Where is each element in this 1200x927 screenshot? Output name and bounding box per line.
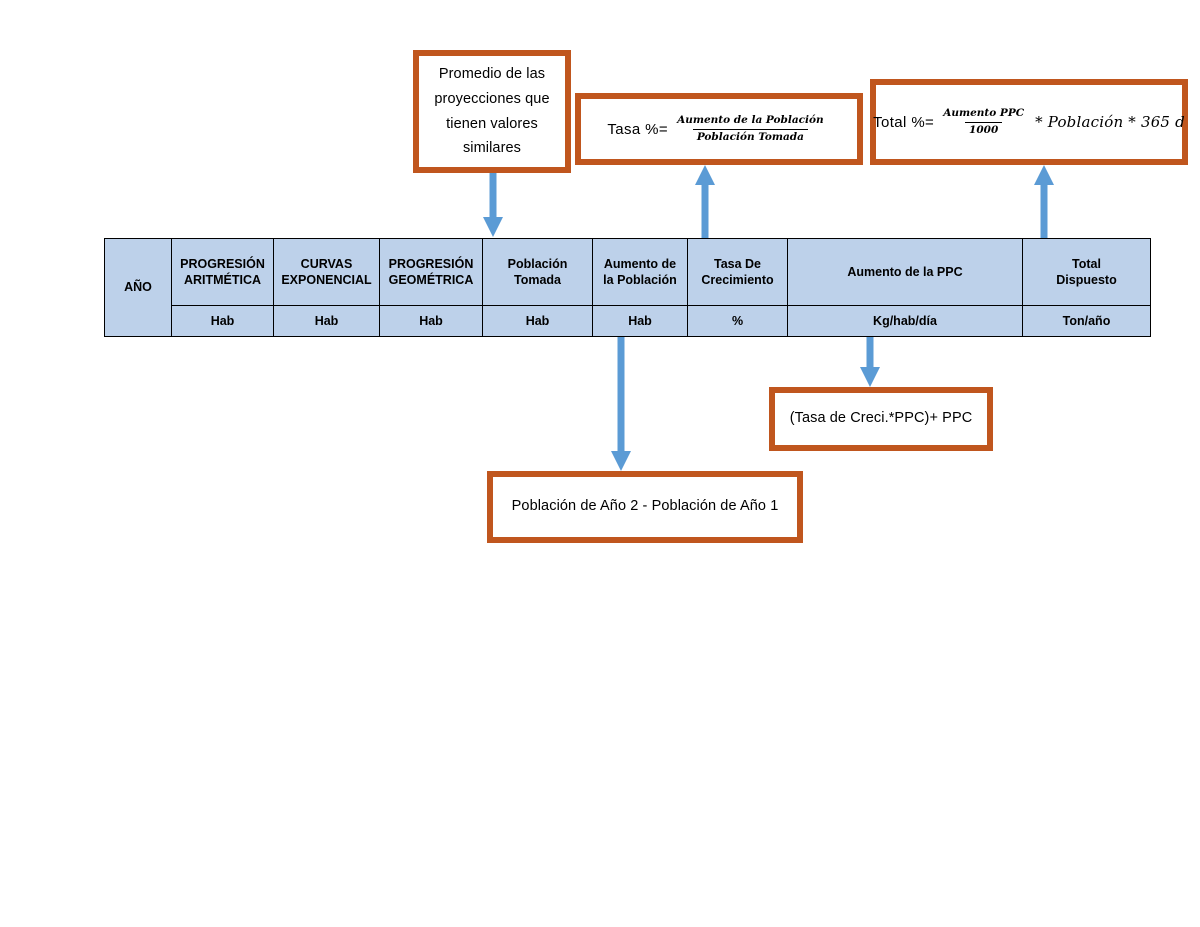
table-header-tasa-crecimiento: Tasa De Crecimiento <box>687 238 788 306</box>
table-unit-tasa-crecimiento: % <box>687 305 788 337</box>
callout-box-tasa-formula[interactable]: Tasa %= Aumento de la Población Població… <box>575 93 863 165</box>
table-unit-poblacion-tomada: Hab <box>482 305 593 337</box>
table-header-poblacion-tomada-line1: Población <box>507 256 568 271</box>
arrow-down-icon-aumento-poblacion-to-diferencia <box>610 327 632 473</box>
callout-box-creci-ppc[interactable]: (Tasa de Creci.*PPC)+ PPC <box>769 387 993 451</box>
tasa-formula-numerator: Aumento de la Población <box>677 114 824 127</box>
table-unit-aumento-poblacion: Hab <box>592 305 688 337</box>
table-units-row: Hab Hab Hab Hab Hab % Kg/hab/día Ton/año <box>105 305 1151 337</box>
table-header-progresion-aritmetica-line2: ARITMÉTICA <box>183 273 262 287</box>
table-header-progresion-geometrica-line2: GEOMÉTRICA <box>388 273 474 287</box>
callout-box-poblacion-diferencia[interactable]: Población de Año 2 - Población de Año 1 <box>487 471 803 543</box>
arrow-down-icon-promedio-to-poblacion-tomada <box>482 173 504 239</box>
tasa-formula: Tasa %= Aumento de la Población Població… <box>607 114 830 143</box>
table-header-anio: AÑO <box>104 238 172 337</box>
table-header-curvas-line1: CURVAS <box>300 256 353 271</box>
table-unit-total-dispuesto: Ton/año <box>1022 305 1151 337</box>
total-formula: Total %= Aumento PPC 1000 * Población * … <box>873 107 1185 136</box>
callout-poblacion-diferencia-text: Población de Año 2 - Población de Año 1 <box>511 498 779 515</box>
table-header-curvas-exponencial: CURVAS EXPONENCIAL <box>273 238 380 306</box>
arrow-down-icon-aumento-ppc-to-creci-formula <box>859 327 881 389</box>
table-header-tasa-crecimiento-line2: Crecimiento <box>701 273 774 287</box>
callout-promedio-text: Promedio de las proyecciones que tienen … <box>434 66 550 157</box>
total-formula-fraction: Aumento PPC 1000 <box>939 107 1028 136</box>
arrow-up-icon-total-dispuesto-to-total-formula <box>1033 165 1055 239</box>
table-unit-aumento-ppc: Kg/hab/día <box>787 305 1023 337</box>
table-unit-progresion-aritmetica: Hab <box>171 305 274 337</box>
tasa-formula-denominator: Población Tomada <box>692 128 808 144</box>
table-unit-progresion-geometrica: Hab <box>379 305 483 337</box>
table-header-progresion-aritmetica-line1: PROGRESIÓN <box>180 256 265 271</box>
table-header-aumento-poblacion-line2: la Población <box>603 273 677 287</box>
table-header-total-dispuesto-line2: Dispuesto <box>1056 273 1117 287</box>
table-header-tasa-crecimiento-line1: Tasa De <box>713 256 761 271</box>
table-unit-curvas-exponencial: Hab <box>273 305 380 337</box>
arrow-up-icon-tasa-crecimiento-to-tasa-formula <box>694 165 716 239</box>
total-formula-tail: * Población * 365 d <box>1035 113 1185 131</box>
callout-creci-ppc-text: (Tasa de Creci.*PPC)+ PPC <box>789 410 973 427</box>
callout-box-promedio[interactable]: Promedio de las proyecciones que tienen … <box>413 50 571 173</box>
total-formula-numerator: Aumento PPC <box>943 107 1025 120</box>
tasa-formula-fraction: Aumento de la Población Población Tomada <box>673 114 828 143</box>
table-header-aumento-ppc: Aumento de la PPC <box>787 238 1023 306</box>
table-header-progresion-geometrica-line1: PROGRESIÓN <box>388 256 474 271</box>
table-header-row: AÑO PROGRESIÓN ARITMÉTICA CURVAS EXPONEN… <box>104 238 1151 337</box>
table-header-aumento-poblacion: Aumento de la Población <box>592 238 688 306</box>
table-header-poblacion-tomada-line2: Tomada <box>514 273 561 287</box>
table-header-curvas-line2: EXPONENCIAL <box>281 273 372 287</box>
table-header-poblacion-tomada: Población Tomada <box>482 238 593 306</box>
projection-table: AÑO PROGRESIÓN ARITMÉTICA CURVAS EXPONEN… <box>104 238 1151 337</box>
callout-box-total-formula[interactable]: Total %= Aumento PPC 1000 * Población * … <box>870 79 1188 165</box>
table-header-aumento-poblacion-line1: Aumento de <box>603 256 677 271</box>
total-formula-denominator: 1000 <box>965 121 1003 137</box>
table-header-progresion-aritmetica: PROGRESIÓN ARITMÉTICA <box>171 238 274 306</box>
table-header-total-dispuesto-line1: Total <box>1072 256 1101 271</box>
table-header-progresion-geometrica: PROGRESIÓN GEOMÉTRICA <box>379 238 483 306</box>
tasa-formula-lead: Tasa %= <box>607 120 669 138</box>
table-header-total-dispuesto: Total Dispuesto <box>1022 238 1151 306</box>
total-formula-lead: Total %= <box>873 113 935 131</box>
